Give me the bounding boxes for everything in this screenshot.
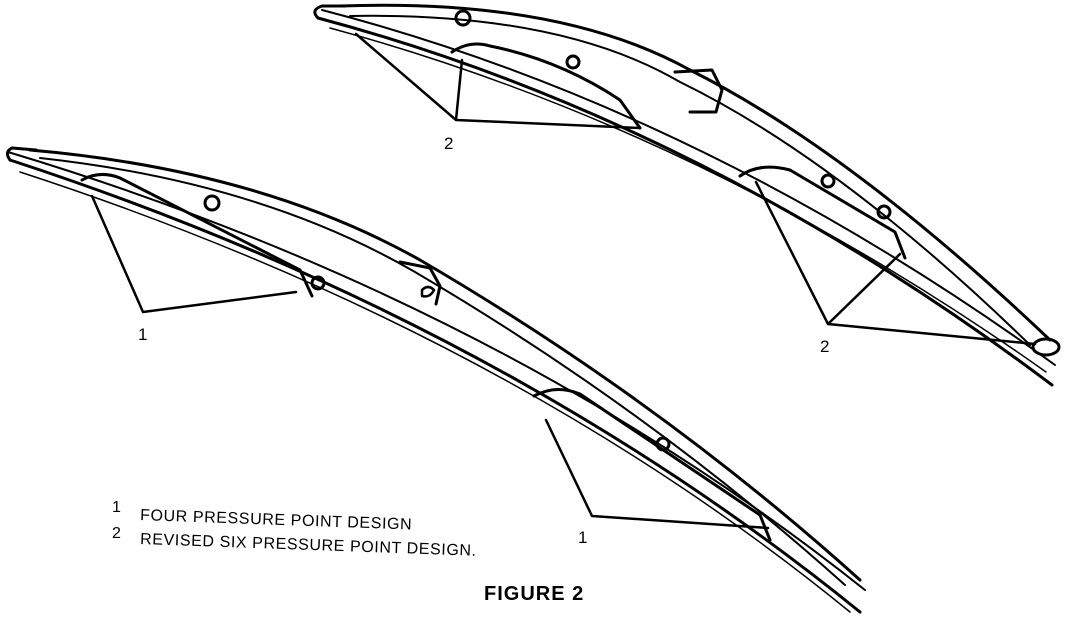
rear-blade-yoke-2 (738, 165, 907, 260)
front-blade-pivot-1 (203, 194, 221, 212)
front-blade-upper-frame (28, 148, 862, 582)
rear-blade-connector (673, 68, 724, 114)
front-blade-lower-rail-inner (7, 151, 866, 591)
legend-item-1-text: FOUR PRESSURE POINT DESIGN (140, 507, 413, 533)
front-blade-lower-rail (8, 158, 862, 614)
callout-rear-right: 2 (820, 337, 829, 356)
front-blade-tip-left (5, 146, 38, 162)
rear-blade-upper-frame-inner (349, 14, 1031, 346)
rear-blade-yoke-1 (450, 42, 642, 130)
front-blade-rubber-edge (19, 171, 851, 613)
rear-blade-pivot-2 (565, 54, 581, 70)
front-callout-leaders-right (544, 418, 770, 530)
front-wiper-blade (5, 146, 866, 614)
figure-title: FIGURE 2 (484, 583, 584, 605)
legend-item-2-number: 2 (112, 525, 122, 542)
front-blade-connector-hole (420, 285, 436, 298)
callout-front-left: 1 (138, 325, 147, 344)
rear-callout-leaders-left (354, 32, 642, 130)
rear-wiper-blade (313, 3, 1061, 387)
legend: 1 FOUR PRESSURE POINT DESIGN 2 REVISED S… (112, 499, 477, 560)
rear-callout-leaders-right (754, 180, 1037, 346)
legend-item-2-text: REVISED SIX PRESSURE POINT DESIGN. (140, 531, 477, 560)
front-blade-connector (398, 260, 442, 306)
rear-blade-lower-rail-inner (321, 9, 1056, 366)
callout-rear-left: 2 (444, 134, 453, 153)
front-blade-yoke-1 (80, 173, 314, 298)
rear-blade-rubber-edge (329, 27, 1047, 373)
front-blade-pivot-2 (310, 275, 326, 291)
rear-blade-pivot-4 (876, 204, 892, 220)
legend-item-1-number: 1 (112, 499, 122, 516)
front-callout-leaders-left (90, 194, 298, 314)
rear-blade-pivot-1 (454, 9, 472, 27)
rear-blade-lower-rail (316, 16, 1054, 387)
rear-blade-tip-right (1031, 337, 1061, 357)
rear-blade-pivot-3 (820, 173, 836, 189)
front-blade-upper-frame-inner (39, 157, 846, 586)
rear-blade-tip-left (313, 4, 347, 20)
callout-front-right: 1 (578, 528, 587, 547)
front-blade-pivot-3 (655, 436, 671, 452)
front-blade-yoke-2 (532, 388, 772, 542)
